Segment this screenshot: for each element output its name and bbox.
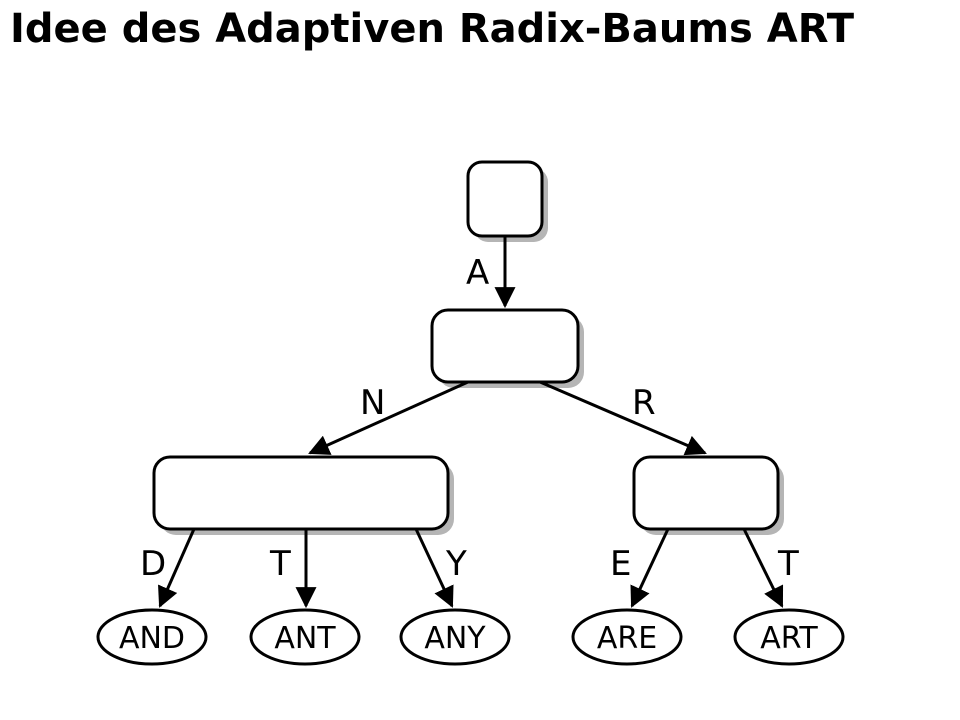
leaf-any: ANY — [399, 608, 511, 666]
edge-label-t-right: T — [777, 544, 799, 584]
edge-label-n: N — [360, 383, 385, 423]
leaf-label: ART — [760, 621, 818, 656]
edge-label-e: E — [610, 544, 631, 584]
leaf-art: ART — [733, 608, 845, 666]
edge-a-to-ar — [539, 380, 707, 456]
edge-label-d: D — [140, 544, 166, 584]
edge-label-r: R — [632, 383, 656, 423]
slide-title: Idee des Adaptiven Radix-Baums ART — [10, 6, 855, 52]
edge-label-t-left: T — [269, 544, 291, 584]
leaf-and: AND — [96, 608, 208, 666]
leaf-label: ANY — [424, 621, 486, 656]
edge-ar-to-are — [630, 528, 670, 608]
leaf-label: ARE — [597, 621, 657, 656]
leaf-label: ANT — [274, 621, 336, 656]
root-node — [466, 160, 548, 242]
leaf-label: AND — [119, 621, 185, 656]
leaf-ant: ANT — [249, 608, 361, 666]
edge-an-to-and — [158, 528, 196, 608]
edge-ar-to-art — [742, 528, 784, 608]
edge-label-y: Y — [445, 544, 467, 584]
leaf-are: ARE — [571, 608, 683, 666]
edge-an-to-any — [414, 528, 454, 608]
node-a — [430, 308, 584, 388]
node-an — [152, 455, 454, 535]
edge-label-a: A — [466, 253, 489, 293]
node-ar — [632, 455, 784, 535]
edge-a-to-an — [308, 380, 469, 455]
